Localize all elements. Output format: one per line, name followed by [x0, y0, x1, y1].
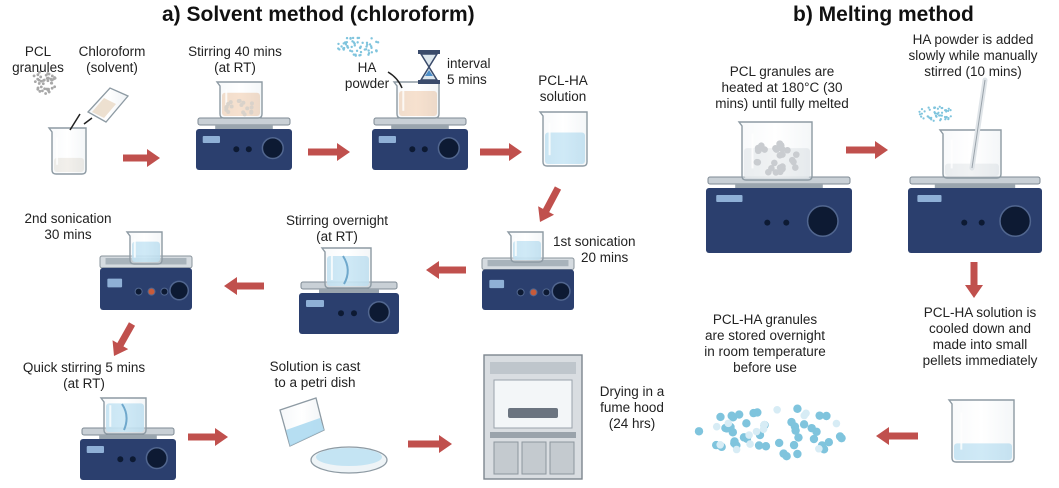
beaker-pclha-solution [538, 111, 588, 167]
beaker-melt-stirred [938, 129, 1002, 179]
stirrer-4 [80, 427, 176, 480]
beaker-sonication-1 [506, 231, 544, 263]
arrow-11 [965, 262, 983, 298]
ha-powder-cloud [337, 36, 380, 57]
arrow-5 [426, 261, 466, 279]
arrow-1 [123, 149, 160, 167]
stirrer-melt-1 [706, 176, 852, 253]
sonicator-1 [481, 257, 575, 310]
arrow-6 [224, 277, 264, 295]
melt-ha-powder-cloud [918, 105, 952, 122]
pcl-granule-dots [32, 70, 57, 95]
fume-hood [483, 354, 583, 480]
arrow-4 [538, 186, 562, 222]
arrow-2 [308, 143, 350, 161]
beaker-stirring-overnight [320, 247, 372, 289]
label-stirring-overnight: Stirring overnight(at RT) [285, 213, 389, 244]
stirrer-3 [299, 281, 399, 334]
pointer-arrow-pcl [69, 113, 81, 131]
hourglass-icon [418, 50, 440, 84]
pointer-arrow-chloroform [83, 117, 93, 125]
arrow-3 [480, 143, 522, 161]
arrow-12 [876, 427, 918, 445]
beaker-sonication-2 [125, 231, 163, 265]
pclha-pellets-light [712, 405, 841, 454]
title-solvent-method: a) Solvent method (chloroform) [162, 3, 475, 26]
stirrer-1 [196, 117, 292, 170]
arrow-9 [408, 435, 452, 453]
arrow-8 [188, 428, 228, 446]
stirrer-2 [372, 117, 468, 170]
beaker-ha-addition [392, 81, 440, 119]
stirrer-melt-2 [908, 176, 1042, 253]
label-chloroform: Chloroform(solvent) [78, 44, 146, 75]
pclha-pellets [694, 404, 846, 461]
label-quick-stirring: Quick stirring 5 mins(at RT) [22, 360, 146, 391]
label-stirring-40: Stirring 40 mins(at RT) [188, 44, 282, 75]
arrow-7 [112, 322, 136, 356]
beaker-quick-stir [99, 397, 147, 435]
beaker-pcl-chloroform [47, 127, 87, 175]
vortex-line-1 [342, 255, 349, 285]
melt-granule-dots [753, 140, 800, 176]
arrow-10 [846, 141, 888, 159]
pointer-arrow-ha [387, 71, 403, 89]
petri-dish [310, 446, 388, 474]
title-melting-method: b) Melting method [793, 3, 974, 26]
beaker-melt-cooled [947, 399, 1015, 463]
granules-in-beaker-1 [224, 98, 254, 117]
vortex-line-2 [121, 403, 128, 431]
